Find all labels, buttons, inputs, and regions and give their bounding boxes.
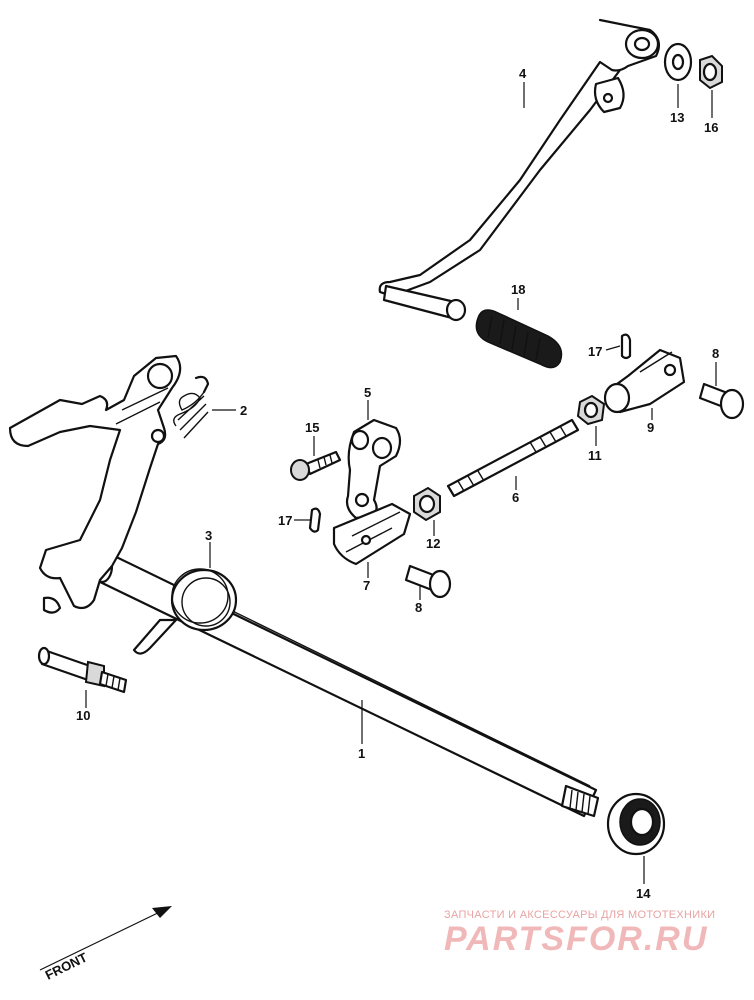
washer-13 — [663, 42, 693, 82]
callout-1: 1 — [358, 746, 365, 761]
shift-arm-5 — [345, 418, 402, 520]
nut-12 — [413, 486, 441, 522]
rubber-pedal-peg — [475, 309, 563, 369]
callout-13: 13 — [670, 110, 684, 125]
oil-seal-14 — [606, 792, 666, 856]
callout-8b: 8 — [415, 600, 422, 615]
callout-8a: 8 — [712, 346, 719, 361]
bolt-15 — [290, 450, 342, 481]
clevis-pin-8-left — [404, 564, 452, 599]
callout-18: 18 — [511, 282, 525, 297]
tie-rod-joint-9 — [603, 348, 686, 414]
gearshift-pedal-arm — [378, 18, 661, 322]
front-direction-arrow: FRONT — [39, 906, 172, 983]
watermark-tagline: ЗАПЧАСТИ И АКСЕССУАРЫ ДЛЯ МОТОТЕХНИКИ — [444, 909, 715, 921]
front-label: FRONT — [43, 950, 90, 983]
callout-2: 2 — [240, 403, 247, 418]
cotter-pin-17-right — [620, 333, 632, 360]
callouts: 1 2 3 4 5 6 7 8 8 9 10 11 12 13 14 15 16… — [76, 66, 719, 901]
callout-12: 12 — [426, 536, 440, 551]
callout-6: 6 — [512, 490, 519, 505]
stud-bolt-10 — [37, 646, 128, 694]
nut-16 — [699, 54, 723, 90]
tie-rod-6 — [446, 418, 580, 498]
watermark-brand: PARTSFOR.RU — [444, 920, 708, 958]
return-spring-3 — [132, 568, 238, 655]
tie-rod-joint-7 — [332, 502, 412, 566]
callout-5: 5 — [364, 385, 371, 400]
callout-15: 15 — [305, 420, 319, 435]
callout-11: 11 — [588, 448, 602, 463]
cotter-pin-17-left — [308, 507, 322, 533]
callout-17b: 17 — [278, 513, 292, 528]
clevis-pin-8-right — [698, 382, 745, 420]
callout-3: 3 — [205, 528, 212, 543]
callout-17a: 17 — [588, 344, 602, 359]
gearshift-spindle-1 — [90, 548, 600, 818]
callout-9: 9 — [647, 420, 654, 435]
watermark: ЗАПЧАСТИ И АКСЕССУАРЫ ДЛЯ МОТОТЕХНИКИ PA… — [444, 909, 715, 958]
callout-4: 4 — [519, 66, 527, 81]
leader-lines — [85, 82, 717, 884]
shift-drum-plate — [8, 354, 182, 614]
callout-7: 7 — [363, 578, 370, 593]
spring-2 — [173, 375, 210, 439]
callout-10: 10 — [76, 708, 90, 723]
callout-16: 16 — [704, 120, 718, 135]
nut-11 — [576, 394, 606, 426]
callout-14: 14 — [636, 886, 651, 901]
